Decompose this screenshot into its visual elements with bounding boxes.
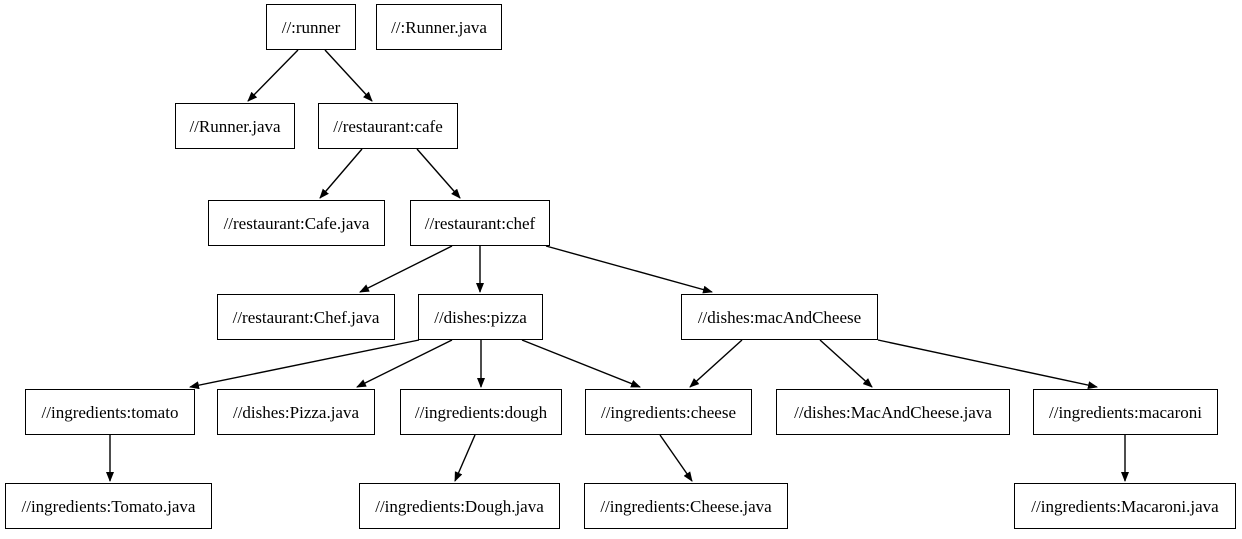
graph-node-cafe[interactable]: //restaurant:cafe — [318, 103, 458, 149]
graph-edge-cafe-to-cafe_java — [319, 148, 363, 199]
graph-edge-pizza-to-pizza_java — [356, 339, 453, 388]
graph-edge-cafe-to-chef — [416, 148, 461, 199]
graph-edge-pizza-to-tomato — [189, 339, 420, 390]
graph-node-label: //ingredients:Macaroni.java — [1031, 496, 1219, 516]
graph-edge-chef-to-macandcheese — [545, 245, 713, 294]
graph-node-label: //dishes:MacAndCheese.java — [794, 402, 992, 422]
graph-node-cafe_java[interactable]: //restaurant:Cafe.java — [208, 200, 385, 246]
graph-node-pizza[interactable]: //dishes:pizza — [418, 294, 543, 340]
graph-edge-dough-to-dough_java — [454, 434, 476, 482]
graph-node-cheese[interactable]: //ingredients:cheese — [585, 389, 752, 435]
graph-node-macandcheese_java[interactable]: //dishes:MacAndCheese.java — [776, 389, 1010, 435]
graph-node-label: //:runner — [281, 17, 341, 37]
graph-edge-macandcheese-to-macaroni — [877, 339, 1098, 390]
graph-edge-runner-to-runner_java — [247, 49, 299, 102]
graph-node-runner_java[interactable]: //Runner.java — [175, 103, 295, 149]
graph-node-label: //Runner.java — [189, 116, 281, 136]
graph-node-label: //dishes:pizza — [434, 307, 527, 327]
graph-node-cheese_java[interactable]: //ingredients:Cheese.java — [584, 483, 788, 529]
graph-node-chef[interactable]: //restaurant:chef — [410, 200, 550, 246]
graph-node-label: //restaurant:Cafe.java — [223, 213, 370, 233]
graph-node-label: //ingredients:Tomato.java — [21, 496, 196, 516]
graph-node-macaroni[interactable]: //ingredients:macaroni — [1033, 389, 1218, 435]
graph-node-label: //restaurant:cafe — [333, 116, 443, 136]
graph-node-root_runner_java[interactable]: //:Runner.java — [376, 4, 502, 50]
graph-node-chef_java[interactable]: //restaurant:Chef.java — [217, 294, 395, 340]
graph-edge-cheese-to-cheese_java — [659, 434, 693, 482]
graph-node-pizza_java[interactable]: //dishes:Pizza.java — [217, 389, 375, 435]
graph-node-label: //dishes:Pizza.java — [232, 402, 360, 422]
graph-node-tomato[interactable]: //ingredients:tomato — [25, 389, 195, 435]
graph-node-label: //ingredients:cheese — [600, 402, 736, 422]
graph-node-tomato_java[interactable]: //ingredients:Tomato.java — [5, 483, 212, 529]
graph-node-label: //ingredients:dough — [414, 402, 548, 422]
graph-node-label: //ingredients:tomato — [41, 402, 179, 422]
graph-node-label: //ingredients:Dough.java — [375, 496, 544, 516]
graph-edge-macandcheese-to-cheese — [689, 339, 743, 388]
graph-edge-chef-to-chef_java — [359, 245, 453, 293]
graph-node-label: //restaurant:chef — [424, 213, 536, 233]
graph-node-label: //:Runner.java — [391, 17, 487, 37]
graph-node-label: //dishes:macAndCheese — [697, 307, 862, 327]
graph-node-label: //restaurant:Chef.java — [232, 307, 380, 327]
graph-node-label: //ingredients:Cheese.java — [600, 496, 772, 516]
graph-node-dough[interactable]: //ingredients:dough — [400, 389, 562, 435]
graph-edge-macandcheese-to-macandcheese_java — [819, 339, 873, 388]
graph-node-macandcheese[interactable]: //dishes:macAndCheese — [681, 294, 878, 340]
graph-node-label: //ingredients:macaroni — [1049, 402, 1202, 422]
graph-node-runner[interactable]: //:runner — [266, 4, 356, 50]
graph-edge-pizza-to-cheese — [521, 339, 641, 388]
graph-edge-runner-to-cafe — [324, 49, 373, 102]
graph-node-dough_java[interactable]: //ingredients:Dough.java — [359, 483, 560, 529]
graph-node-macaroni_java[interactable]: //ingredients:Macaroni.java — [1014, 483, 1236, 529]
